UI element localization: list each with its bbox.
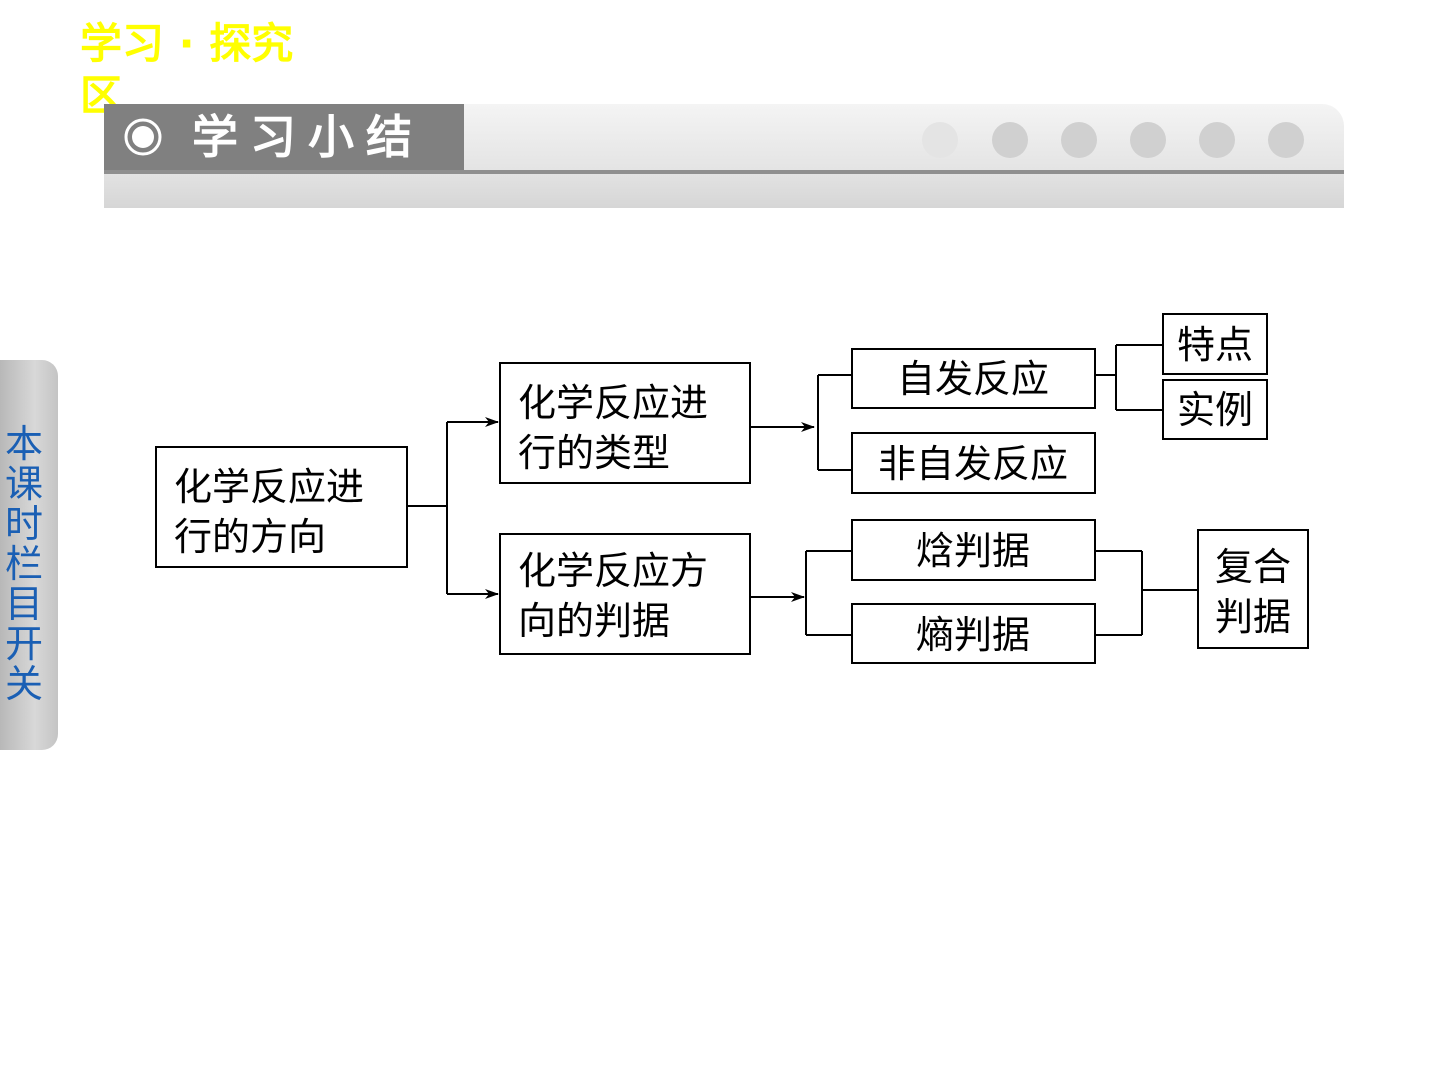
banner-substrip: [104, 174, 1344, 208]
node-enthalpy-label: 焓判据: [916, 529, 1030, 573]
target-icon: [124, 118, 162, 156]
node-combined: 复合 判据: [1197, 529, 1309, 649]
node-direction-criteria: 化学反应方 向的判据: [499, 533, 751, 655]
node-examples-label: 实例: [1177, 388, 1253, 432]
decoration-dot: [992, 122, 1028, 158]
connector-root-to-branches: [407, 417, 499, 599]
node-reaction-types-line-2: 行的类型: [518, 431, 670, 475]
node-nonspontaneous-label: 非自发反应: [878, 442, 1068, 486]
connector-types-to-reactions: [750, 374, 852, 471]
node-direction-criteria-line-1: 化学反应方: [518, 549, 708, 593]
node-combined-line-1: 复合: [1215, 545, 1291, 589]
node-entropy-label: 熵判据: [916, 613, 1030, 657]
node-combined-line-2: 判据: [1215, 595, 1291, 639]
section-banner: 学习小结: [104, 104, 1344, 208]
connector-judgements-to-combined: [1095, 550, 1198, 636]
decoration-dot: [1199, 122, 1235, 158]
node-direction-criteria-line-2: 向的判据: [518, 599, 670, 643]
banner-title-box: 学习小结: [104, 104, 464, 170]
node-root: 化学反应进 行的方向: [155, 446, 408, 568]
section-tag: 学习 · 探究区: [80, 19, 294, 120]
node-features-label: 特点: [1177, 323, 1253, 367]
decoration-dot: [1130, 122, 1166, 158]
connector-criteria-to-judgements: [750, 550, 852, 636]
node-spontaneous-label: 自发反应: [897, 357, 1049, 401]
banner-title: 学习小结: [192, 110, 424, 164]
node-examples: 实例: [1162, 379, 1268, 440]
decoration-dot: [922, 122, 958, 158]
node-enthalpy: 焓判据: [851, 519, 1096, 581]
toggle-tab[interactable]: 本课时栏目开关: [0, 360, 58, 750]
node-nonspontaneous: 非自发反应: [851, 432, 1096, 494]
toggle-tab-label: 本课时栏目开关: [4, 422, 43, 706]
node-root-line-2: 行的方向: [174, 515, 326, 559]
decoration-dot: [1268, 122, 1304, 158]
node-spontaneous: 自发反应: [851, 348, 1096, 409]
node-reaction-types: 化学反应进 行的类型: [499, 362, 751, 484]
banner-decoration-dots: [922, 122, 1342, 158]
node-reaction-types-line-1: 化学反应进: [518, 381, 708, 425]
connector-spontaneous-to-details: [1095, 344, 1163, 411]
banner-divider: [104, 170, 1344, 174]
node-entropy: 熵判据: [851, 603, 1096, 664]
node-root-line-1: 化学反应进: [174, 465, 364, 509]
node-features: 特点: [1162, 313, 1268, 375]
decoration-dot: [1061, 122, 1097, 158]
